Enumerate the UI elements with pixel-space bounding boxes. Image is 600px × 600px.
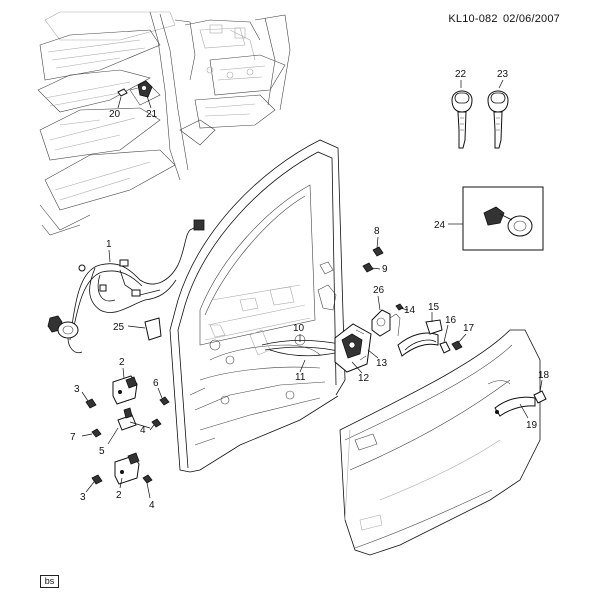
bracket-21	[137, 80, 153, 109]
bolt-3-upper	[81, 391, 97, 409]
callout-22: 22	[455, 69, 467, 80]
callout-2-upper: 2	[119, 357, 125, 368]
outside-handle-19	[494, 396, 536, 419]
lock-cylinder-24	[448, 186, 544, 251]
callout-7: 7	[70, 432, 76, 443]
bolt-4-lower	[142, 474, 153, 499]
bolt-9	[362, 262, 381, 273]
callout-5: 5	[99, 446, 105, 457]
callout-4-upper: 4	[140, 425, 146, 436]
diagram-date: 02/06/2007	[502, 13, 560, 25]
bolt-4-upper	[149, 418, 162, 431]
footer-tag: bs	[40, 575, 59, 588]
bolt-6	[157, 387, 170, 406]
clip-17	[451, 333, 467, 351]
bolt-3-lower	[85, 474, 103, 493]
callout-4-lower: 4	[149, 500, 155, 511]
vehicle-body-illustration	[37, 11, 291, 236]
key-23	[487, 79, 509, 149]
hinge-pin-5	[107, 407, 151, 445]
grommet	[47, 315, 83, 354]
outer-door-panel	[339, 329, 541, 556]
striker-26	[371, 295, 391, 337]
callout-3-lower: 3	[80, 492, 86, 503]
callout-15: 15	[428, 302, 440, 313]
callout-11: 11	[295, 372, 306, 383]
bolt-8	[372, 236, 384, 257]
bolt-7	[81, 428, 102, 438]
upper-hinge-2	[112, 367, 138, 405]
key-22	[451, 80, 473, 149]
callout-2-lower: 2	[116, 490, 122, 501]
trim-clip-25	[127, 317, 162, 341]
callout-16: 16	[445, 315, 457, 326]
callout-10: 10	[293, 323, 305, 334]
callout-20: 20	[109, 109, 121, 120]
callout-8: 8	[374, 226, 380, 237]
callout-3-upper: 3	[74, 384, 80, 395]
reference-code: KL10-082	[448, 13, 498, 25]
door-latch-12-13	[334, 323, 379, 374]
inside-handle-15	[397, 312, 443, 357]
callout-17: 17	[463, 323, 475, 334]
clip-14	[389, 303, 409, 337]
callout-19: 19	[526, 420, 538, 431]
front-door-frame	[169, 139, 346, 473]
bolt-20	[117, 88, 128, 109]
callout-23: 23	[497, 69, 509, 80]
bezel-16	[439, 324, 451, 354]
diagram-header: KL10-082 02/06/2007	[446, 13, 560, 25]
callout-18: 18	[538, 370, 550, 381]
callout-12: 12	[358, 373, 370, 384]
callout-9: 9	[382, 264, 388, 275]
cap-18	[533, 379, 547, 404]
callout-13: 13	[376, 358, 388, 369]
wiring-harness-1	[47, 219, 205, 354]
callout-25: 25	[113, 322, 125, 333]
callout-26: 26	[373, 285, 385, 296]
callout-labels: 1 2 2 3 3 4 4 5 6 7 8 9 10 11 12 13 14 1…	[70, 69, 550, 511]
callout-1: 1	[106, 239, 112, 250]
lower-hinge-2	[114, 452, 140, 489]
callout-14: 14	[404, 305, 416, 316]
callout-21: 21	[146, 109, 158, 120]
callout-24: 24	[434, 220, 446, 231]
callout-6: 6	[153, 378, 159, 389]
